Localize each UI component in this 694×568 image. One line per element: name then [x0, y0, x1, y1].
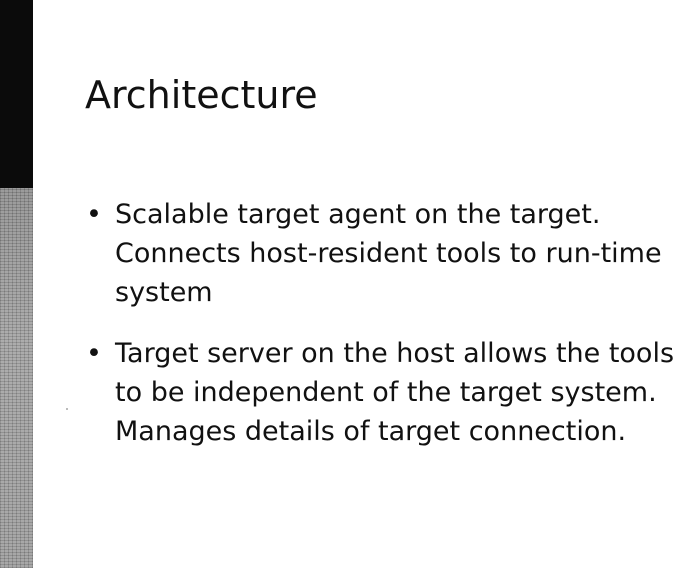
- slide-title: Architecture: [85, 73, 318, 117]
- bullet-point-icon: •: [86, 199, 102, 230]
- scan-speck: [66, 408, 68, 410]
- left-bar-textured-segment: [0, 188, 33, 568]
- left-bar-dark-segment: [0, 0, 33, 188]
- bullet-item: • Target server on the host allows the t…: [82, 334, 687, 451]
- bullet-item: • Scalable target agent on the target. C…: [82, 195, 687, 312]
- bullet-point-icon: •: [86, 338, 102, 369]
- bullet-text: Target server on the host allows the too…: [115, 338, 675, 447]
- bullet-list: • Scalable target agent on the target. C…: [82, 195, 687, 473]
- bullet-text: Scalable target agent on the target. Con…: [115, 199, 662, 308]
